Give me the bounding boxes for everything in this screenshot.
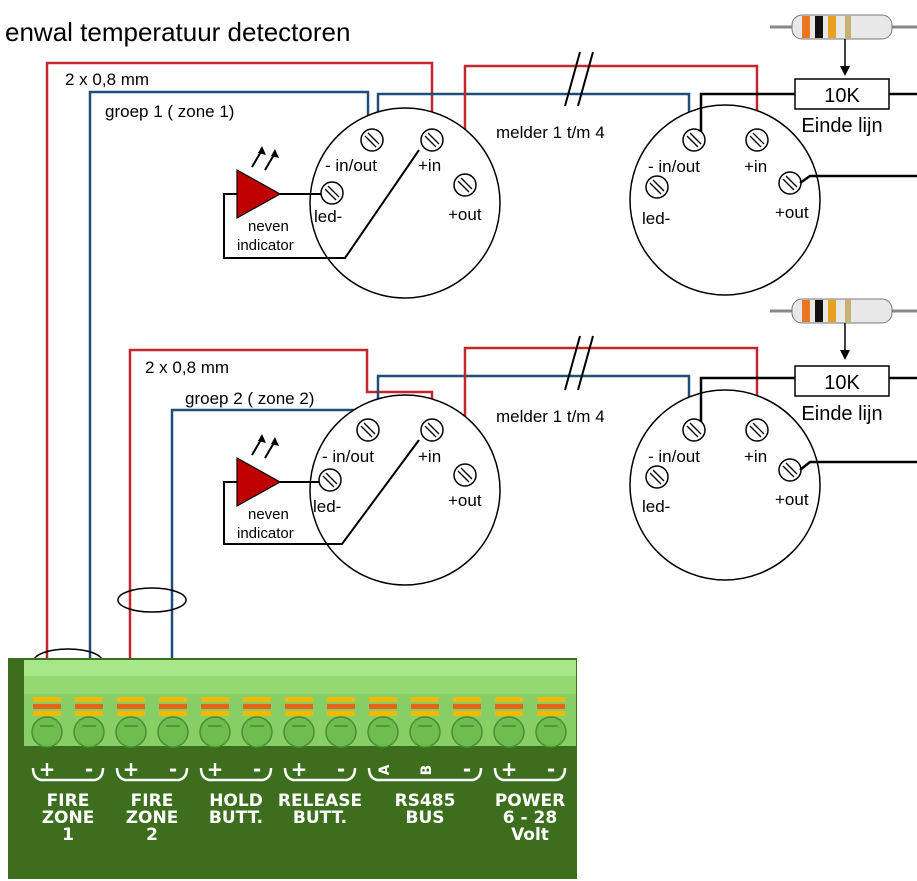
terminal-group-label: ZONE: [42, 808, 95, 828]
terminal-polarity-sign: -: [463, 757, 471, 781]
terminal-polarity-sign: +: [291, 757, 308, 781]
terminal-slot: [367, 697, 399, 748]
terminal-plus-in: +in: [744, 447, 767, 466]
resistor-box-zone1: [794, 78, 890, 110]
terminal-polarity-sign: B: [419, 765, 435, 776]
terminal-slot: [241, 697, 273, 748]
detector-zone1-left: - in/out +in +out led-: [309, 107, 501, 299]
group-label-2: groep 2 ( zone 2): [185, 389, 314, 408]
detector-zone1-right: - in/out +in +out led-: [629, 104, 821, 296]
terminal-slot: [115, 697, 147, 748]
terminal-plus-out: +out: [775, 490, 809, 509]
terminal-polarity-sign: -: [547, 757, 555, 781]
terminal-slot: [493, 697, 525, 748]
terminal-group-label: 2: [146, 825, 158, 845]
terminal-group-label: 6 - 28: [503, 808, 557, 828]
terminal-polarity-sign: -: [337, 757, 345, 781]
terminal-group-label: RELEASE: [278, 791, 362, 811]
terminal-group-label: BUS: [405, 808, 444, 828]
terminal-in-out: - in/out: [648, 157, 700, 176]
terminal-polarity-sign: -: [169, 757, 177, 781]
terminal-slot: [157, 697, 189, 748]
terminal-group-label: BUTT.: [209, 808, 263, 828]
terminal-led: led-: [642, 497, 670, 516]
terminal-plus-in: +in: [744, 157, 767, 176]
terminal-group-bracket: [283, 767, 357, 782]
resistor-value-2: 10K: [824, 372, 860, 394]
detector-zone2-right: - in/out +in +out led-: [629, 389, 821, 581]
cable-label-2: 2 x 0,8 mm: [145, 358, 229, 377]
page-title: enwal temperatuur detectoren: [5, 17, 350, 47]
terminal-polarity-sign: -: [253, 757, 261, 781]
terminal-group-bracket: [493, 767, 567, 782]
terminal-polarity-sign: +: [123, 757, 140, 781]
red-wire-zone1-bridge: [463, 64, 759, 180]
terminal-polarity-sign: +: [501, 757, 518, 781]
terminal-in-out: - in/out: [648, 447, 700, 466]
terminal-led: led-: [313, 497, 341, 516]
terminal-polarity-sign: -: [85, 757, 93, 781]
terminal-plus-in: +in: [418, 156, 441, 175]
terminal-slot: [451, 697, 483, 748]
terminal-group-bracket: [367, 767, 483, 782]
indicator-label-line1: neven: [248, 218, 289, 235]
terminal-in-out: - in/out: [325, 156, 377, 175]
terminal-group-label: ZONE: [126, 808, 179, 828]
terminal-group-label: 1: [62, 825, 74, 845]
end-of-line-label-1: Einde lijn: [801, 115, 882, 137]
red-wire-zone2-bridge: [463, 346, 759, 470]
terminal-group-label: FIRE: [131, 791, 174, 811]
melder-label-2: melder 1 t/m 4: [496, 407, 605, 426]
terminal-group-label: HOLD: [209, 791, 263, 811]
resistor-value-1: 10K: [824, 85, 860, 107]
led-indicator-zone1: neven indicator: [223, 146, 420, 259]
terminal-in-out: - in/out: [322, 447, 374, 466]
red-wire-zone2: [128, 348, 434, 708]
terminal-slot: [535, 697, 567, 748]
indicator-label-line2: indicator: [237, 237, 294, 254]
red-wire-zone1: [45, 61, 434, 708]
group-label-1: groep 1 ( zone 1): [105, 102, 234, 121]
resistor-icon: [770, 14, 917, 76]
terminal-group-label: FIRE: [47, 791, 90, 811]
resistor-box-zone2: [794, 365, 890, 397]
terminal-group-bracket: [31, 767, 105, 782]
detector-zone2-left: - in/out +in +out led-: [309, 394, 501, 586]
terminal-group-label: RS485: [395, 791, 456, 811]
terminal-led: led-: [642, 209, 670, 228]
resistor-icon: [770, 298, 917, 360]
terminal-panel: +-FIREZONE1+-FIREZONE2+-HOLDBUTT.+-RELEA…: [8, 658, 577, 879]
blue-wire-zone1: [88, 90, 370, 708]
terminal-group-label: POWER: [495, 791, 565, 811]
terminal-slot: [283, 697, 315, 748]
terminal-plus-in: +in: [418, 447, 441, 466]
led-indicator-zone2: neven indicator: [223, 434, 420, 545]
terminal-slot: [325, 697, 357, 748]
terminal-polarity-sign: +: [39, 757, 56, 781]
indicator-label-line2: indicator: [237, 525, 294, 542]
cable-label-1: 2 x 0,8 mm: [65, 70, 149, 89]
terminal-group-label: Volt: [511, 825, 549, 845]
terminal-polarity-sign: +: [207, 757, 224, 781]
terminal-polarity-sign: A: [377, 764, 393, 775]
terminal-plus-out: +out: [775, 203, 809, 222]
cable-bundle-zone2: [117, 587, 187, 613]
terminal-slot: [199, 697, 231, 748]
terminal-group-bracket: [199, 767, 273, 782]
terminal-plus-out: +out: [448, 491, 482, 510]
terminal-led: led-: [314, 207, 342, 226]
terminal-slot: [31, 697, 63, 748]
terminal-slot: [409, 697, 441, 748]
end-of-line-label-2: Einde lijn: [801, 403, 882, 425]
melder-label-1: melder 1 t/m 4: [496, 123, 605, 142]
terminal-plus-out: +out: [448, 205, 482, 224]
terminal-group-bracket: [115, 767, 189, 782]
terminal-group-label: BUTT.: [293, 808, 347, 828]
terminal-slot: [73, 697, 105, 748]
indicator-label-line1: neven: [248, 506, 289, 523]
